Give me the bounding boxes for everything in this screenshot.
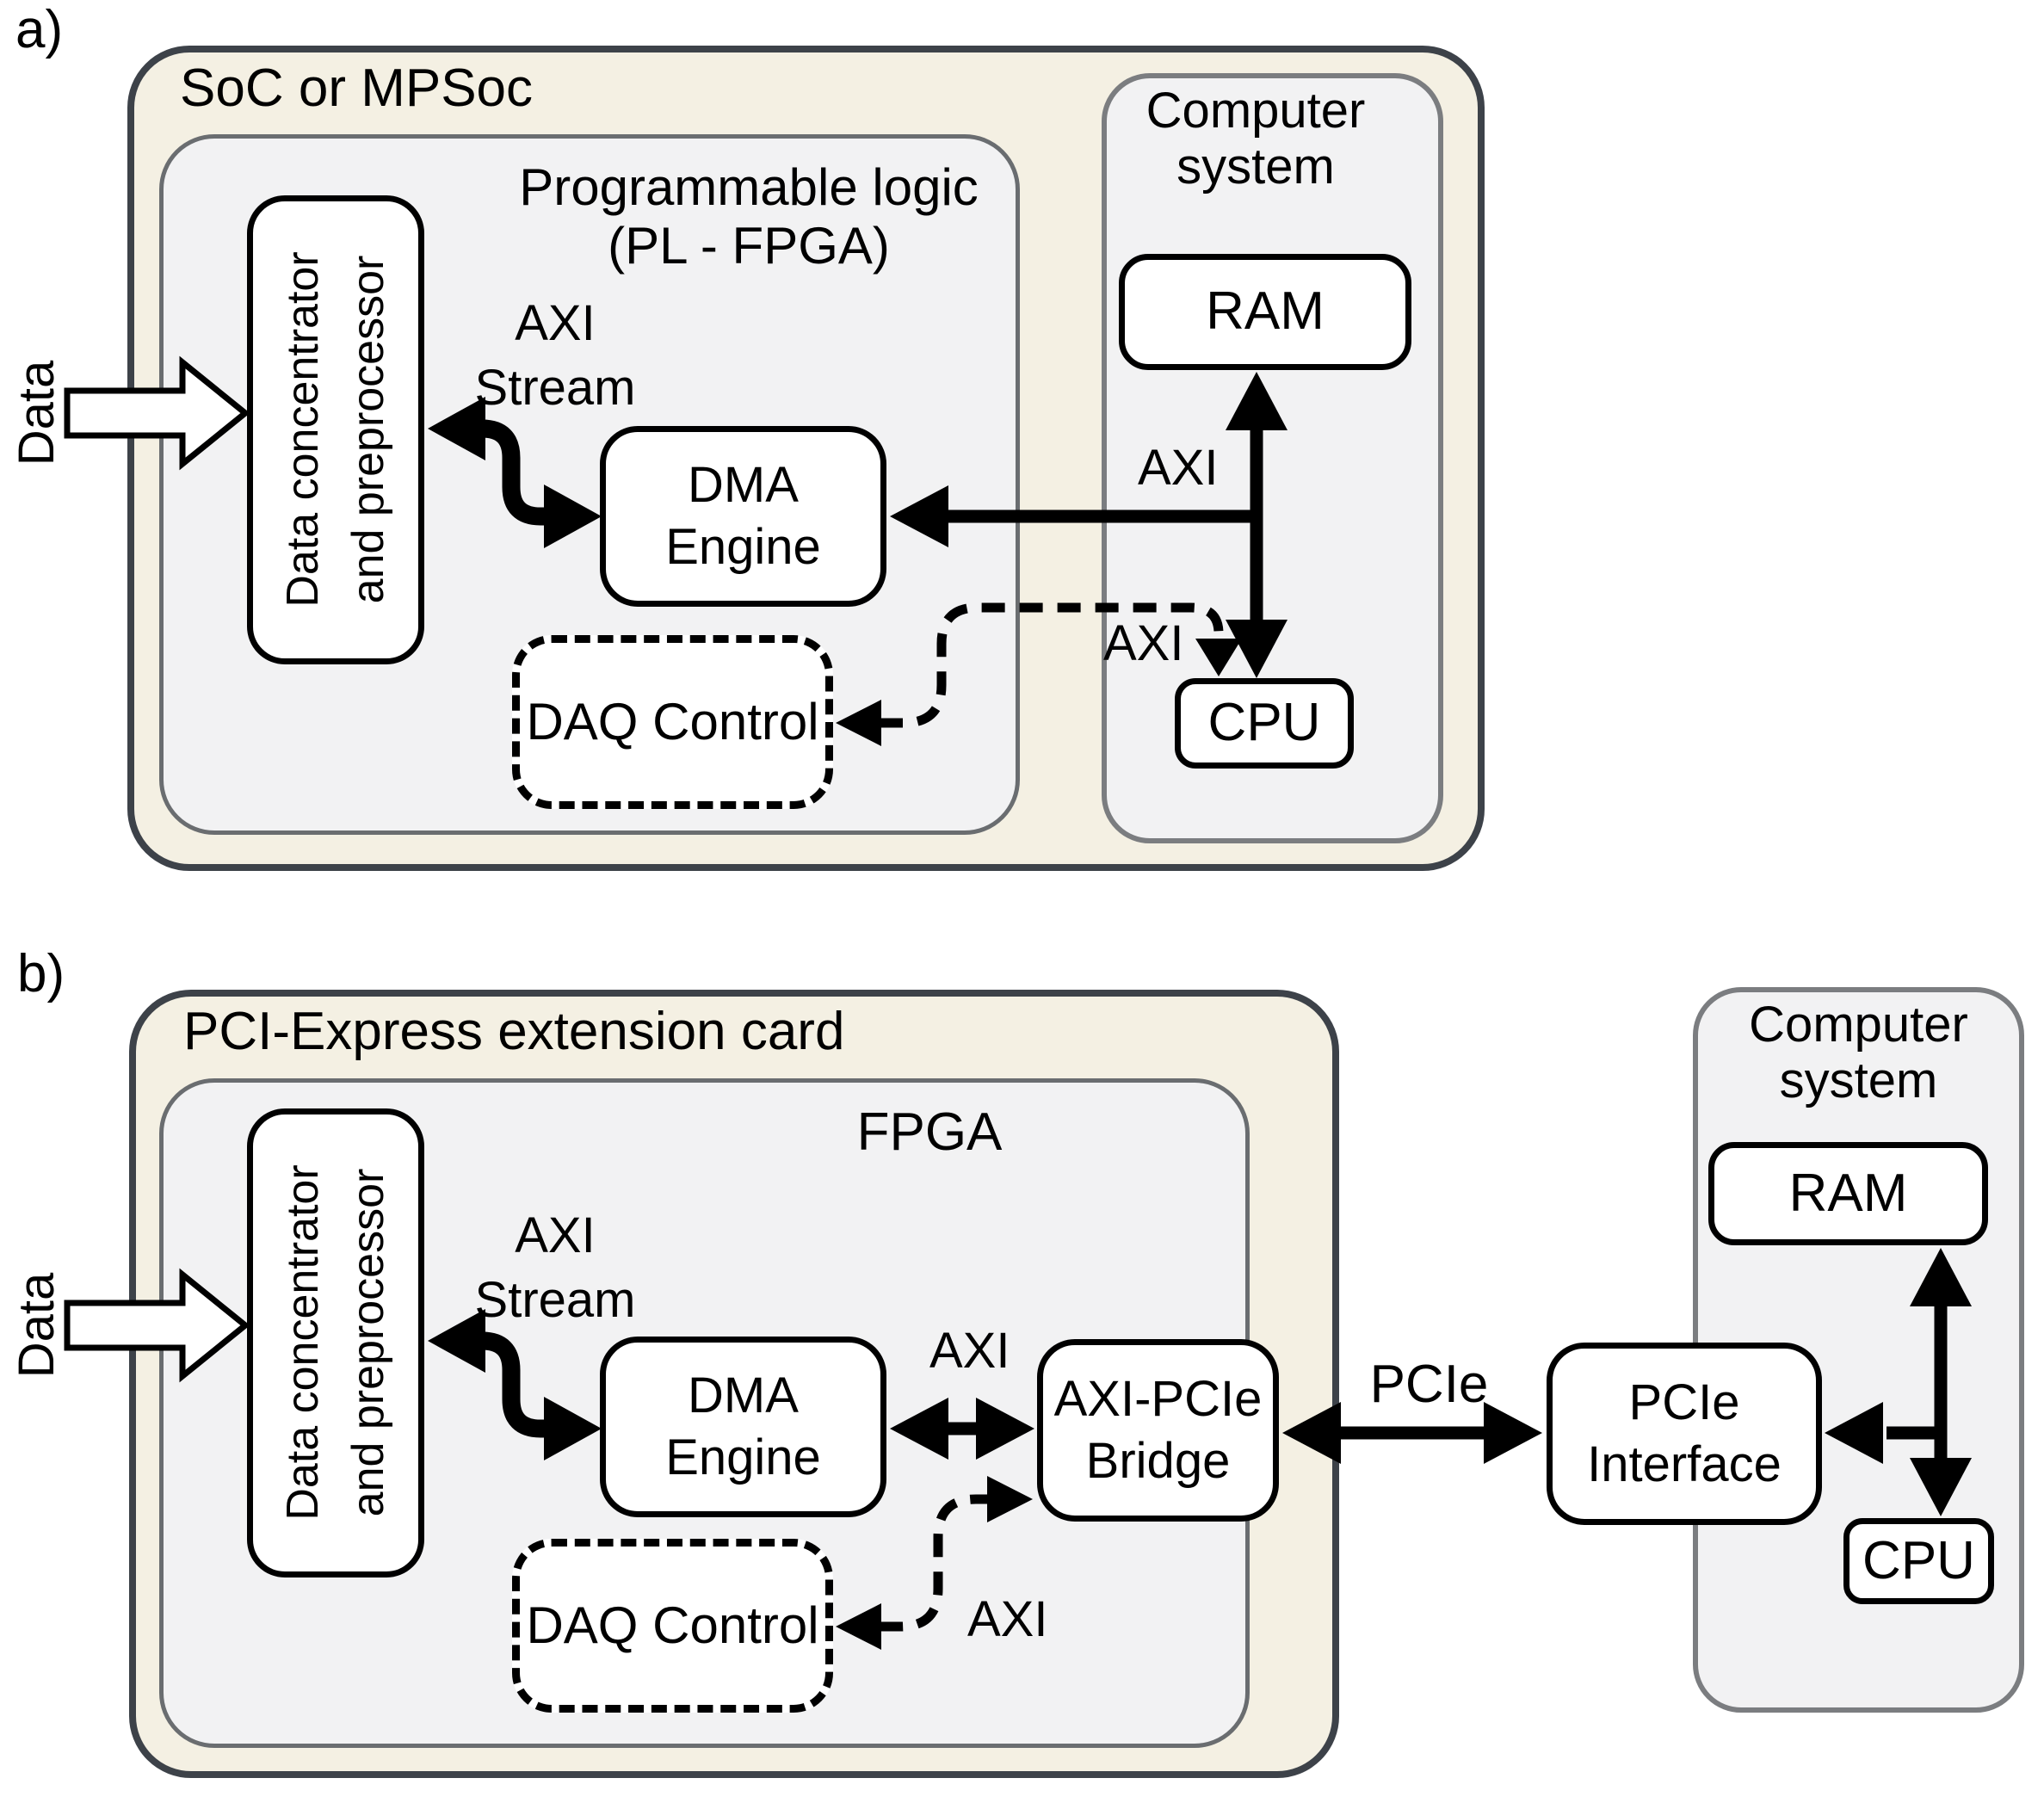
axi-stream-arrow-a — [428, 397, 602, 548]
axi-stream-arrow-b — [428, 1309, 602, 1460]
ram-box-a: RAM — [1119, 254, 1411, 370]
ram-label-b: RAM — [1788, 1163, 1908, 1223]
axi-stream-label2-a: Stream — [474, 360, 636, 416]
axi-ctrl-label-a: AXI — [1103, 615, 1184, 671]
ram-box-b: RAM — [1708, 1142, 1988, 1245]
daq-control-box-b: DAQ Control — [512, 1539, 833, 1713]
daq-control-dashed-arrow-a — [836, 602, 1242, 746]
axi-bus-label-b: AXI — [929, 1323, 1010, 1379]
data-concentrator-box-a — [247, 195, 424, 664]
axi-pcie-bridge-label-b: AXI-PCIe — [1053, 1371, 1263, 1428]
pcie-bus-arrow-b — [1282, 1402, 1542, 1464]
pcie-bus-label-b: PCIe — [1369, 1355, 1489, 1414]
dma-engine-box-a: DMA Engine — [600, 426, 886, 607]
daq-control-label-b: DAQ Control — [526, 1596, 819, 1654]
soc-title-a: SoC or MPSoc — [180, 59, 534, 118]
ram-label-a: RAM — [1206, 281, 1325, 342]
fpga-title-b: FPGA — [856, 1102, 1003, 1162]
data-input-arrow-a — [64, 355, 250, 471]
axi-stream-label1-a: AXI — [515, 295, 596, 351]
computer-system-box-a — [1102, 73, 1443, 843]
data-input-arrow-b — [64, 1268, 250, 1383]
cpu-box-a: CPU — [1175, 678, 1354, 769]
computer-title-line1-a: Computer — [1146, 83, 1366, 139]
data-label-a: Data — [9, 360, 65, 466]
pl-title-line1-a: Programmable logic — [519, 158, 979, 216]
cpu-label-b: CPU — [1862, 1530, 1975, 1590]
dma-bridge-arrow-b — [890, 1398, 1034, 1460]
daq-control-label-a: DAQ Control — [526, 692, 819, 750]
axi-bus-arrow-a — [890, 372, 1288, 678]
daq-control-dashed-arrow-b — [836, 1476, 1033, 1650]
cpu-label-a: CPU — [1207, 693, 1321, 753]
axi-stream-label2-b: Stream — [474, 1272, 636, 1328]
axi-stream-label1-b: AXI — [515, 1207, 596, 1263]
data-concentrator-box-b — [247, 1108, 424, 1577]
dma-engine-box-b: DMA Engine — [600, 1337, 886, 1517]
panel-label-b: b) — [17, 944, 65, 1003]
dma-engine-label-b: DMA — [688, 1368, 799, 1424]
computer-bus-arrow-b — [1825, 1248, 1972, 1516]
panel-label-a: a) — [15, 0, 64, 59]
axi-ctrl-label-b: AXI — [967, 1591, 1048, 1647]
computer-title-line2-a: system — [1176, 139, 1335, 194]
card-title-b: PCI-Express extension card — [183, 1002, 845, 1061]
axi-pcie-bridge-box-b: AXI-PCIe Bridge — [1037, 1339, 1279, 1522]
pcie-interface-box-b: PCIe Interface — [1547, 1343, 1822, 1525]
dma-engine-label-a: DMA — [688, 457, 799, 514]
computer-title-line1-b: Computer — [1749, 997, 1968, 1053]
data-concentrator-label-b: Data concentrator and preprocessor — [278, 1164, 393, 1521]
pcie-interface-label-b: PCIe — [1628, 1374, 1740, 1431]
axi-bus-label-a: AXI — [1138, 440, 1219, 496]
cpu-box-b: CPU — [1843, 1518, 1994, 1604]
computer-title-line2-b: system — [1779, 1053, 1938, 1108]
daq-control-box-a: DAQ Control — [512, 635, 833, 809]
pl-title-line2-a: (PL - FPGA) — [608, 217, 890, 275]
data-concentrator-label-a: Data concentrator and preprocessor — [278, 251, 393, 608]
data-label-b: Data — [9, 1272, 65, 1379]
